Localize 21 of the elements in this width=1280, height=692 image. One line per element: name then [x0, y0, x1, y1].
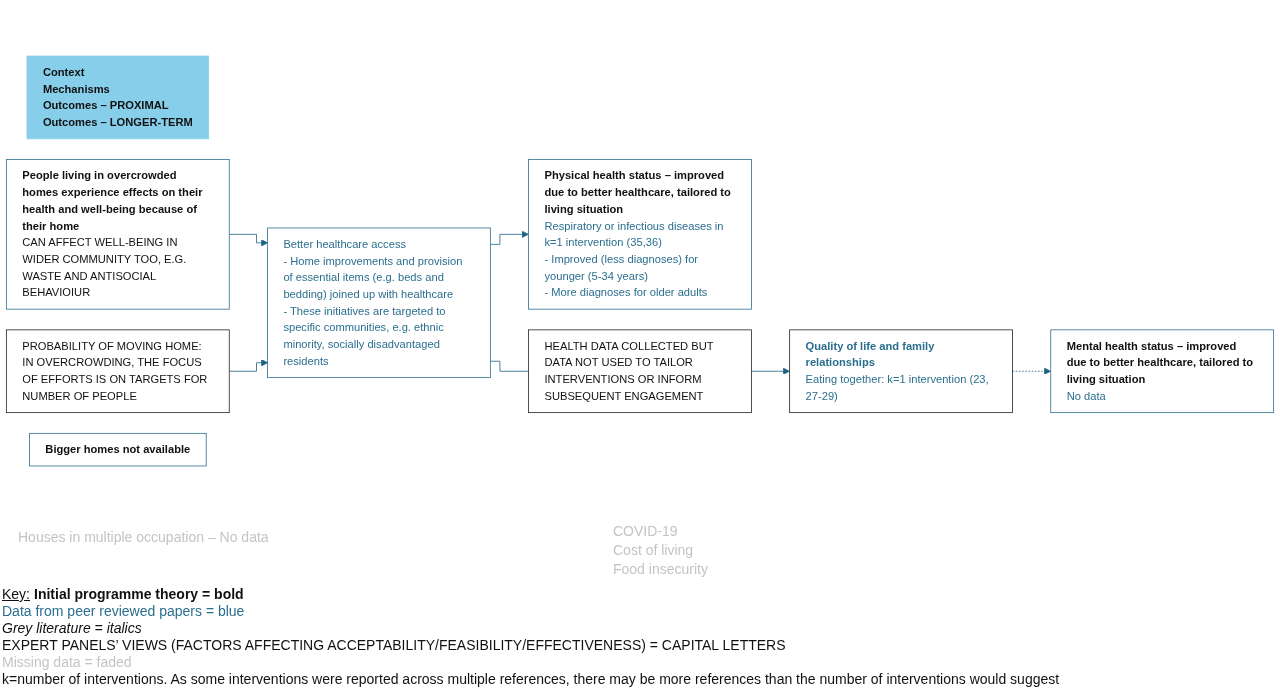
node-box: Mental health status – improved due to better healthcare, tailored to living situation No data	[1050, 329, 1275, 414]
footnote: k=number of interventions. As some interventions were reported across multiple references, there may be more references than the number of interventions would suggest	[2, 671, 1061, 688]
key-entry: Data from peer reviewed papers = blue	[2, 603, 245, 619]
key-entry: Initial programme theory = bold	[34, 586, 244, 602]
node-box: HEALTH DATA COLLECTED BUT DATA NOT USED TO TAILOR INTERVENTIONS OR INFORM SUBSEQUENT ENGAGEMENT	[528, 329, 752, 414]
node-box: Physical health status – improved due to better healthcare, tailored to living situation Respiratory or infectious diseases in k=1 intervention (35,36) - Improved (less diagnoses) for younger (5-34 years) - More diagnoses for older adults	[528, 159, 752, 310]
key-entry: Missing data = faded	[2, 654, 132, 670]
key-entry: EXPERT PANELS’ VIEWS (FACTORS AFFECTING ACCEPTABILITY/FEASIBILITY/EFFECTIVENESS) = CAPITAL LETTERS	[2, 637, 786, 653]
key-heading: Key:	[2, 586, 30, 602]
node-box: People living in overcrowded homes experience effects on their health and well-being because of their home CAN AFFECT WELL-BEING IN WIDER COMMUNITY TOO, E.G. WASTE AND ANTISOCIAL BEHAVIOIUR	[5, 159, 230, 310]
context-factor: Cost of living	[613, 541, 694, 560]
key-entry: Grey literature = italics	[2, 620, 142, 636]
node-box: Better healthcare access - Home improvements and provision of essential items (e.g. beds and bedding) joined up with healthcare - These initiatives are targeted to specific communities, e.g. ethnic minority, socially disadvantaged residents	[267, 227, 491, 378]
missing-data-note: Houses in multiple occupation – No data	[18, 528, 269, 547]
node-box: PROBABILITY OF MOVING HOME: IN OVERCROWDING, THE FOCUS OF EFFORTS IS ON TARGETS FOR NUMBER OF PEOPLE	[5, 329, 230, 414]
node-box: Quality of life and family relationships Eating together: k=1 intervention (23, 27-29)	[789, 329, 1013, 414]
context-factor: COVID-19	[613, 522, 678, 541]
node-box: Bigger homes not available	[29, 432, 207, 467]
context-factor: Food insecurity	[613, 560, 708, 579]
connector	[489, 360, 529, 372]
node-box: Context Mechanisms Outcomes – PROXIMAL Outcomes – LONGER-TERM	[26, 55, 210, 140]
